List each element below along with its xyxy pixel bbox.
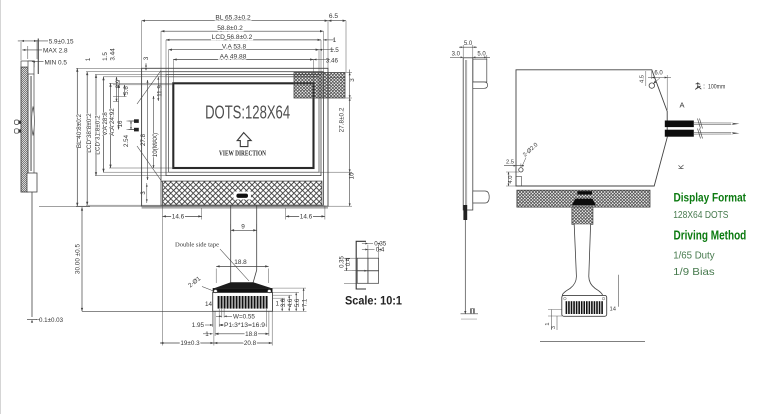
svg-text:4.0: 4.0 [508, 175, 514, 183]
svg-text:19±0.3: 19±0.3 [180, 340, 200, 347]
svg-text:3: 3 [140, 191, 147, 195]
svg-text:3: 3 [551, 326, 557, 329]
svg-text:30.00 ±0.5: 30.00 ±0.5 [75, 243, 82, 274]
svg-text:6.0: 6.0 [654, 71, 663, 77]
svg-text:V.A 53.8: V.A 53.8 [222, 44, 247, 51]
svg-text:AA 49.88: AA 49.88 [220, 53, 247, 60]
svg-text:14: 14 [610, 307, 617, 313]
svg-text:5.0: 5.0 [464, 41, 473, 47]
svg-text:14: 14 [205, 301, 213, 308]
svg-text:P1.3*13=16.9: P1.3*13=16.9 [224, 322, 266, 329]
svg-text:3: 3 [349, 78, 356, 82]
svg-text:BL 65.3±0.2: BL 65.3±0.2 [215, 15, 251, 22]
svg-text:6.5: 6.5 [329, 13, 338, 20]
svg-text:18.8: 18.8 [245, 331, 258, 338]
svg-text:9: 9 [241, 223, 245, 230]
svg-text:Scale: 10:1: Scale: 10:1 [345, 296, 403, 308]
svg-text:128X64 DOTS: 128X64 DOTS [673, 210, 728, 221]
svg-text:0.4: 0.4 [376, 247, 385, 254]
svg-text:A: A [679, 101, 684, 110]
svg-text:A.A 24.92: A.A 24.92 [109, 108, 116, 136]
svg-text:11.9: 11.9 [157, 85, 164, 97]
svg-text:LCD 31.8±0.2: LCD 31.8±0.2 [95, 115, 102, 155]
svg-text:10(MAX): 10(MAX) [152, 133, 159, 157]
svg-text:K: K [677, 164, 686, 169]
svg-text:3.46: 3.46 [326, 57, 339, 64]
svg-text:10: 10 [349, 172, 356, 179]
svg-text:VIEW DIRECTION: VIEW DIRECTION [219, 148, 266, 157]
svg-text:MIN 0.5: MIN 0.5 [45, 59, 68, 66]
svg-text:8.9: 8.9 [115, 79, 122, 88]
svg-text:1.5: 1.5 [102, 52, 109, 61]
svg-text:0.35: 0.35 [339, 256, 345, 268]
svg-text:3.6: 3.6 [281, 298, 287, 307]
svg-text:14.6: 14.6 [300, 214, 313, 221]
svg-text:5.6: 5.6 [123, 86, 130, 95]
svg-text:3: 3 [143, 56, 150, 60]
svg-text:V.A 28.8: V.A 28.8 [102, 112, 109, 136]
svg-text:16: 16 [117, 120, 124, 127]
svg-text:2.54: 2.54 [123, 134, 130, 147]
svg-text:DOTS:128X64: DOTS:128X64 [205, 102, 290, 122]
svg-text:1/9 Bias: 1/9 Bias [673, 267, 714, 278]
svg-text:LCD 38.8±0.2: LCD 38.8±0.2 [86, 113, 93, 153]
svg-text:MAX 2.8: MAX 2.8 [43, 48, 68, 55]
svg-text:5.0: 5.0 [477, 51, 486, 57]
svg-text:1: 1 [333, 37, 337, 44]
svg-text:0.4: 0.4 [346, 257, 352, 266]
svg-text:1.5: 1.5 [330, 47, 339, 54]
svg-text:Double side tape: Double side tape [175, 242, 219, 249]
svg-text:1: 1 [85, 57, 92, 61]
svg-text:5.6: 5.6 [295, 298, 301, 307]
svg-text:BL 40.8±0.2: BL 40.8±0.2 [76, 113, 83, 148]
svg-text:1: 1 [205, 331, 209, 338]
svg-text:3.0: 3.0 [452, 51, 461, 57]
svg-text:W=0.55: W=0.55 [233, 314, 255, 321]
svg-text:4.5: 4.5 [640, 75, 646, 83]
svg-text:4.6: 4.6 [288, 298, 294, 307]
svg-text:LCD 56.8±0.2: LCD 56.8±0.2 [212, 34, 253, 41]
svg-text:1: 1 [545, 322, 551, 325]
svg-text:1.95: 1.95 [192, 322, 205, 329]
svg-text:58.8±0.2: 58.8±0.2 [217, 25, 243, 32]
svg-text:2-Ø1: 2-Ø1 [187, 275, 203, 289]
svg-text:27.8: 27.8 [140, 133, 147, 146]
svg-text:1: 1 [276, 300, 280, 307]
svg-text:：100mm: ：100mm [703, 84, 726, 91]
svg-text:5.9±0.15: 5.9±0.15 [49, 38, 74, 45]
svg-text:1/65 Duty: 1/65 Duty [673, 250, 715, 261]
svg-text:0.35: 0.35 [374, 241, 387, 248]
svg-text:27.8±0.2: 27.8±0.2 [339, 107, 346, 132]
svg-text:14.6: 14.6 [172, 214, 185, 221]
svg-text:18.8: 18.8 [234, 259, 247, 266]
svg-text:20.8: 20.8 [244, 340, 257, 347]
svg-text:Driving Method: Driving Method [674, 228, 747, 242]
svg-text:3.44: 3.44 [110, 48, 117, 61]
svg-text:0.1±0.03: 0.1±0.03 [39, 317, 64, 324]
svg-text:2.5: 2.5 [506, 159, 514, 165]
svg-text:Display Format: Display Format [674, 191, 747, 205]
svg-text:7.1: 7.1 [303, 298, 309, 307]
